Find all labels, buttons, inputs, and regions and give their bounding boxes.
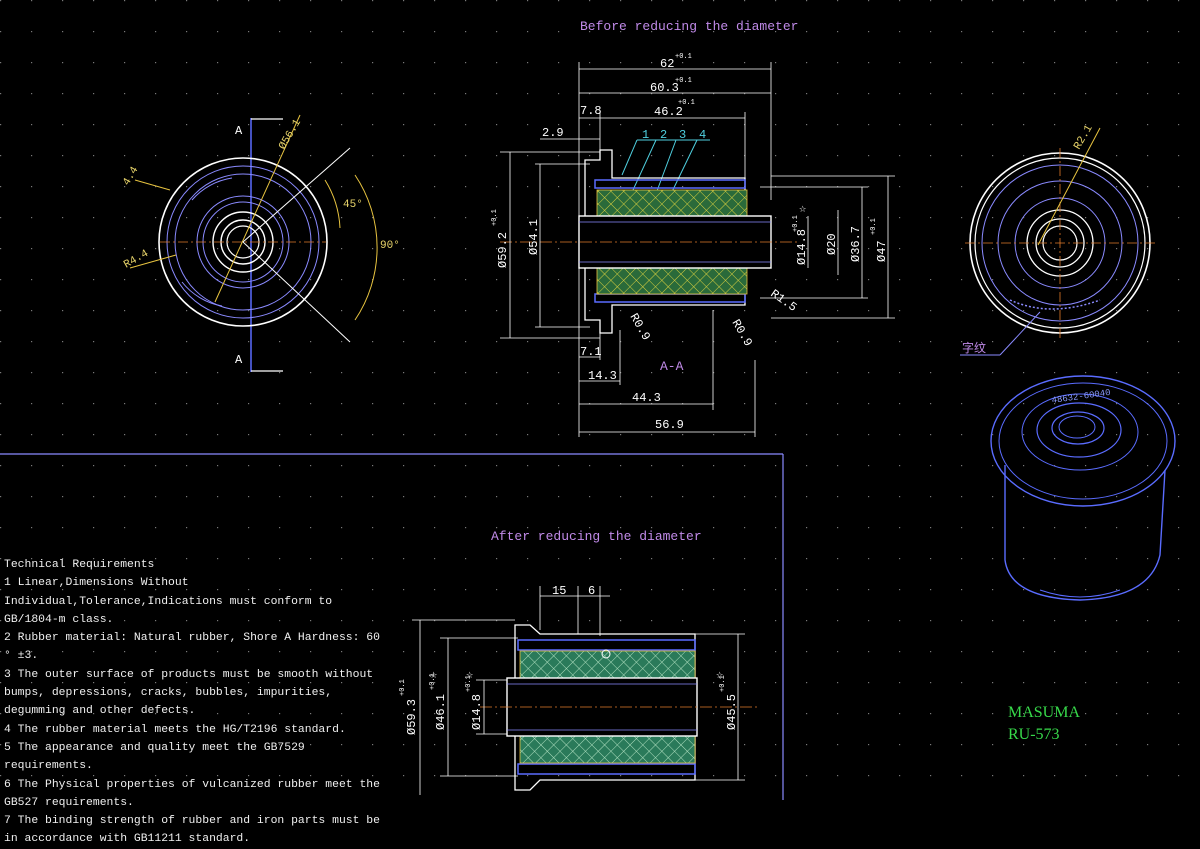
dim-60-3: 60.3 — [650, 81, 679, 95]
callout-4: 4 — [699, 128, 706, 142]
tol-14: +0.1 — [792, 215, 800, 232]
dim-14-3: 14.3 — [588, 369, 617, 383]
tol-60: +0.1 — [675, 77, 692, 85]
dia-14-8-after: Ø14.8 — [470, 694, 484, 730]
callout-2: 2 — [660, 128, 667, 142]
requirement-3: 3 The outer surface of products must be … — [4, 668, 374, 718]
callout-1: 1 — [642, 128, 649, 142]
section-after: 15 6 Ø59.3 +0.1 Ø46.1 +0.1 Ø14.8 +0.1 ☆ … — [399, 584, 760, 795]
star-mark-after-1: ☆ — [430, 668, 437, 682]
tol-45-5: +0.1 — [719, 675, 727, 692]
dia-45-5: Ø45.5 — [725, 694, 739, 730]
dim-56-9: 56.9 — [655, 418, 684, 432]
requirement-6: 6 The Physical properties of vulcanized … — [4, 778, 380, 809]
title-before: Before reducing the diameter — [580, 19, 798, 34]
section-marker-top: A — [235, 124, 243, 138]
requirement-4: 4 The rubber material meets the HG/T2196… — [4, 723, 346, 736]
drawing-canvas: Before reducing the diameter After reduc… — [0, 0, 1200, 800]
section-view-label: A-A — [660, 359, 684, 374]
tol-59: +0.1 — [491, 209, 499, 226]
dia-20: Ø20 — [825, 233, 839, 255]
requirement-1: 1 Linear,Dimensions Without Individual,T… — [4, 577, 333, 626]
dia-46-1: Ø46.1 — [434, 694, 448, 730]
dia-14-8: Ø14.8 — [795, 229, 809, 265]
star-mark-after-2: ☆ — [466, 668, 473, 682]
side-text-label: 字纹 — [962, 340, 986, 355]
callout-3: 3 — [679, 128, 686, 142]
tol-46: +0.1 — [678, 99, 695, 107]
front-angle-90: 90° — [380, 240, 400, 252]
front-view: A A Ø56.1 4.4 R4.4 45° 90° — [121, 114, 400, 372]
front-angle-45: 45° — [343, 199, 363, 211]
dia-36-7: Ø36.7 — [849, 226, 863, 262]
title-after: After reducing the diameter — [491, 529, 702, 544]
brand-name: MASUMA — [1008, 704, 1081, 721]
dim-46-2: 46.2 — [654, 105, 683, 119]
dim-2-9: 2.9 — [542, 126, 564, 140]
brand-model: RU-573 — [1008, 726, 1060, 743]
side-view: R2.1 字纹 — [960, 123, 1155, 356]
dim-62: 62 — [660, 57, 674, 71]
requirement-5: 5 The appearance and quality meet the GB… — [4, 741, 305, 773]
dim-7-8: 7.8 — [580, 104, 602, 118]
dia-59-3: Ø59.3 — [405, 699, 419, 735]
star-mark-before: ☆ — [799, 202, 806, 216]
tol-62: +0.1 — [675, 53, 692, 61]
tol-47: +0.1 — [870, 218, 878, 235]
star-mark-after-3: ☆ — [716, 668, 723, 682]
requirement-7: 7 The binding strength of rubber and iro… — [4, 815, 380, 846]
dia-59-2: Ø59.2 — [496, 232, 510, 268]
brand-block: MASUMA RU-573 — [1008, 702, 1080, 746]
technical-requirements: Technical Requirements 1 Linear,Dimensio… — [4, 556, 389, 849]
dim-15: 15 — [552, 584, 566, 598]
requirement-2: 2 Rubber material: Natural rubber, Shore… — [4, 632, 380, 663]
sheet-frame — [0, 453, 784, 800]
tol-46-1: +0.1 — [429, 673, 437, 690]
tol-59-3: +0.1 — [399, 679, 407, 696]
tol-14-8-after: +0.1 — [465, 675, 473, 692]
dim-6: 6 — [588, 584, 595, 598]
requirements-heading: Technical Requirements — [4, 559, 155, 571]
section-marker-bottom: A — [235, 353, 243, 367]
dim-7-1: 7.1 — [580, 345, 602, 359]
dia-47: Ø47 — [875, 240, 889, 262]
dim-44-3: 44.3 — [632, 391, 661, 405]
dia-54-1: Ø54.1 — [527, 219, 541, 255]
